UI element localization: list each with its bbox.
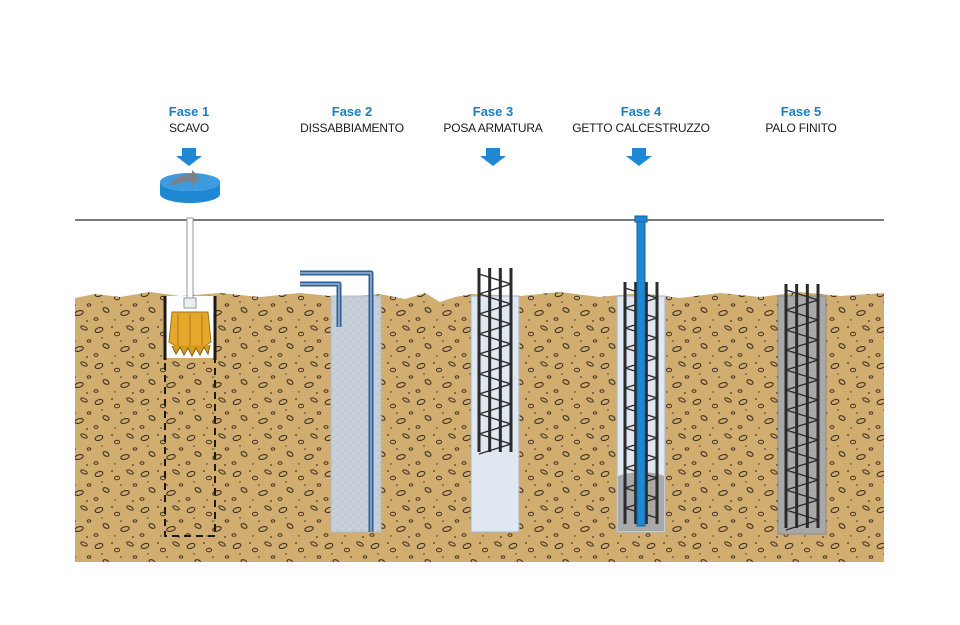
rebar-spiral [785,289,819,531]
phase5-label: Fase 5 [780,104,822,119]
rebar-cage-phase5 [784,284,820,531]
down-arrow-icon [626,148,652,166]
phase1-heading: Fase 1 SCAVO [99,104,279,136]
phase4-label: Fase 4 [620,104,662,119]
rotating-drill-arrow-icon [160,170,220,203]
phase1-excavation [163,217,217,537]
rebar-cage-phase3 [477,268,513,455]
bucket-ribs [177,314,203,348]
phase2-heading: Fase 2 DISSABBIAMENTO [262,104,442,136]
phase2-name: DISSABBIAMENTO [300,121,404,135]
phase4-heading: Fase 4 GETTO CALCESTRUZZO [551,104,731,136]
phase4-concreting [616,215,666,533]
phase2-label: Fase 2 [331,104,373,119]
kelly-joint [183,297,197,309]
down-arrow-icon [480,148,506,166]
tremie-pipe-top [634,215,648,223]
rebar-spiral [478,273,512,455]
phase5-finished-pile [777,284,827,535]
phase5-name: PALO FINITO [765,121,837,135]
casing [163,296,217,360]
bucket-teeth [171,344,211,358]
phase2-desanding [300,270,382,533]
phase4-name: GETTO CALCESTRUZZO [572,121,710,135]
phase3-name: POSA ARMATURA [443,121,543,135]
phase1-name: SCAVO [168,121,210,135]
tremie-pipe [636,219,646,527]
phase3-rebar-placement [470,268,520,533]
phase5-heading: Fase 5 PALO FINITO [711,104,891,136]
phase1-label: Fase 1 [168,104,210,119]
phase3-label: Fase 3 [472,104,514,119]
phase3-heading: Fase 3 POSA ARMATURA [403,104,583,136]
drill-rod [186,217,194,307]
down-arrow-icon [176,148,202,166]
